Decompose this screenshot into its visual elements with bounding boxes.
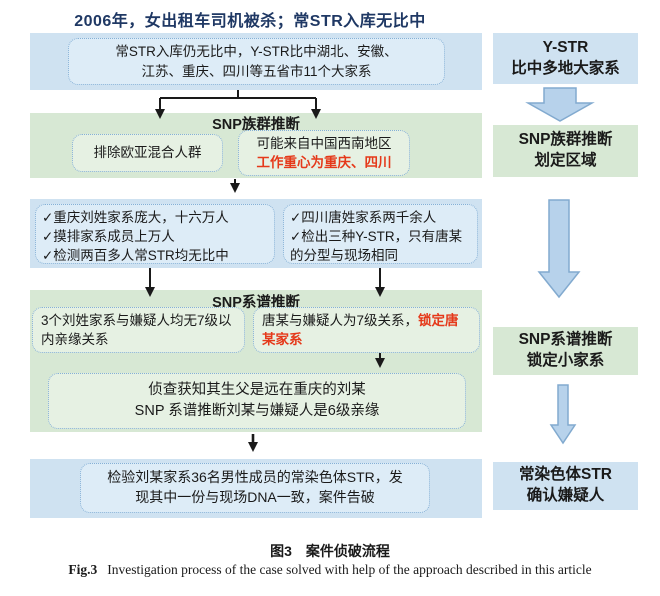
box-father-liu-6th-degree: 侦查获知其生父是远在重庆的刘某 SNP 系谱推断刘某与嫌疑人是6级亲缘 bbox=[48, 373, 466, 429]
diagram-title: 2006年，女出租车司机被杀；常STR入库无比中 bbox=[74, 13, 426, 30]
box-southwest-china: 可能来自中国西南地区 工作重心为重庆、四川 bbox=[238, 130, 410, 176]
rail-ystr-families: Y-STR 比中多地大家系 bbox=[493, 33, 638, 84]
box-focus-chongqing-sichuan: 工作重心为重庆、四川 bbox=[256, 155, 392, 171]
figure-caption-zh: 图3 案件侦破流程 bbox=[270, 543, 390, 559]
figure-caption-en-text: Investigation process of the case solved… bbox=[107, 562, 592, 577]
box-southwest-china-line1: 可能来自中国西南地区 bbox=[256, 136, 392, 151]
checklist-item: ✓检出三种Y-STR，只有唐某的分型与现场相同 bbox=[290, 229, 463, 264]
tang-kinship-text: 唐某与嫌疑人为7级关系， bbox=[262, 313, 419, 328]
connector-split-bar bbox=[160, 90, 316, 99]
rail-genealogy-family: SNP系谱推断 锁定小家系 bbox=[493, 327, 638, 375]
box-tang-7th-degree: 唐某与嫌疑人为7级关系，锁定唐某家系 bbox=[253, 307, 480, 353]
figure-caption-en: Fig.3 Investigation process of the case s… bbox=[0, 562, 660, 578]
checklist-item: ✓重庆刘姓家系庞大，十六万人 bbox=[42, 210, 229, 225]
tang-family-locked-text: 锁定唐某家系 bbox=[262, 313, 459, 348]
rail-arrow-down-icon-3 bbox=[549, 384, 577, 445]
section-snp-ancestry-title: SNP族群推断 bbox=[212, 117, 300, 133]
rail-arrow-down-icon-2 bbox=[537, 199, 581, 299]
box-case-solved: 检验刘某家系36名男性成员的常染色体STR，发 现其中一份与现场DNA一致，案件… bbox=[80, 463, 430, 513]
rail-str-suspect: 常染色体STR 确认嫌疑人 bbox=[493, 462, 638, 510]
box-exclude-eurasian: 排除欧亚混合人群 bbox=[72, 134, 223, 172]
box-liu-family-screening: ✓重庆刘姓家系庞大，十六万人 ✓摸排家系成员上万人 ✓检测两百多人常STR均无比… bbox=[35, 204, 275, 264]
box-ystr-match-result: 常STR入库仍无比中，Y-STR比中湖北、安徽、 江苏、重庆、四川等五省市11个… bbox=[68, 38, 445, 85]
box-tang-family-screening: ✓四川唐姓家系两千余人 ✓检出三种Y-STR，只有唐某的分型与现场相同 bbox=[283, 204, 478, 264]
rail-ancestry-region: SNP族群推断 划定区域 bbox=[493, 125, 638, 177]
rail-arrow-down-icon-1 bbox=[525, 87, 595, 122]
checklist-item: ✓检测两百多人常STR均无比中 bbox=[42, 248, 229, 264]
box-liu-no-kinship: 3个刘姓家系与嫌疑人均无7级以内亲缘关系 bbox=[32, 307, 245, 353]
figure-number-label: Fig.3 bbox=[68, 562, 98, 577]
checklist-item: ✓四川唐姓家系两千余人 bbox=[290, 210, 437, 225]
checklist-item: ✓摸排家系成员上万人 bbox=[42, 229, 175, 245]
